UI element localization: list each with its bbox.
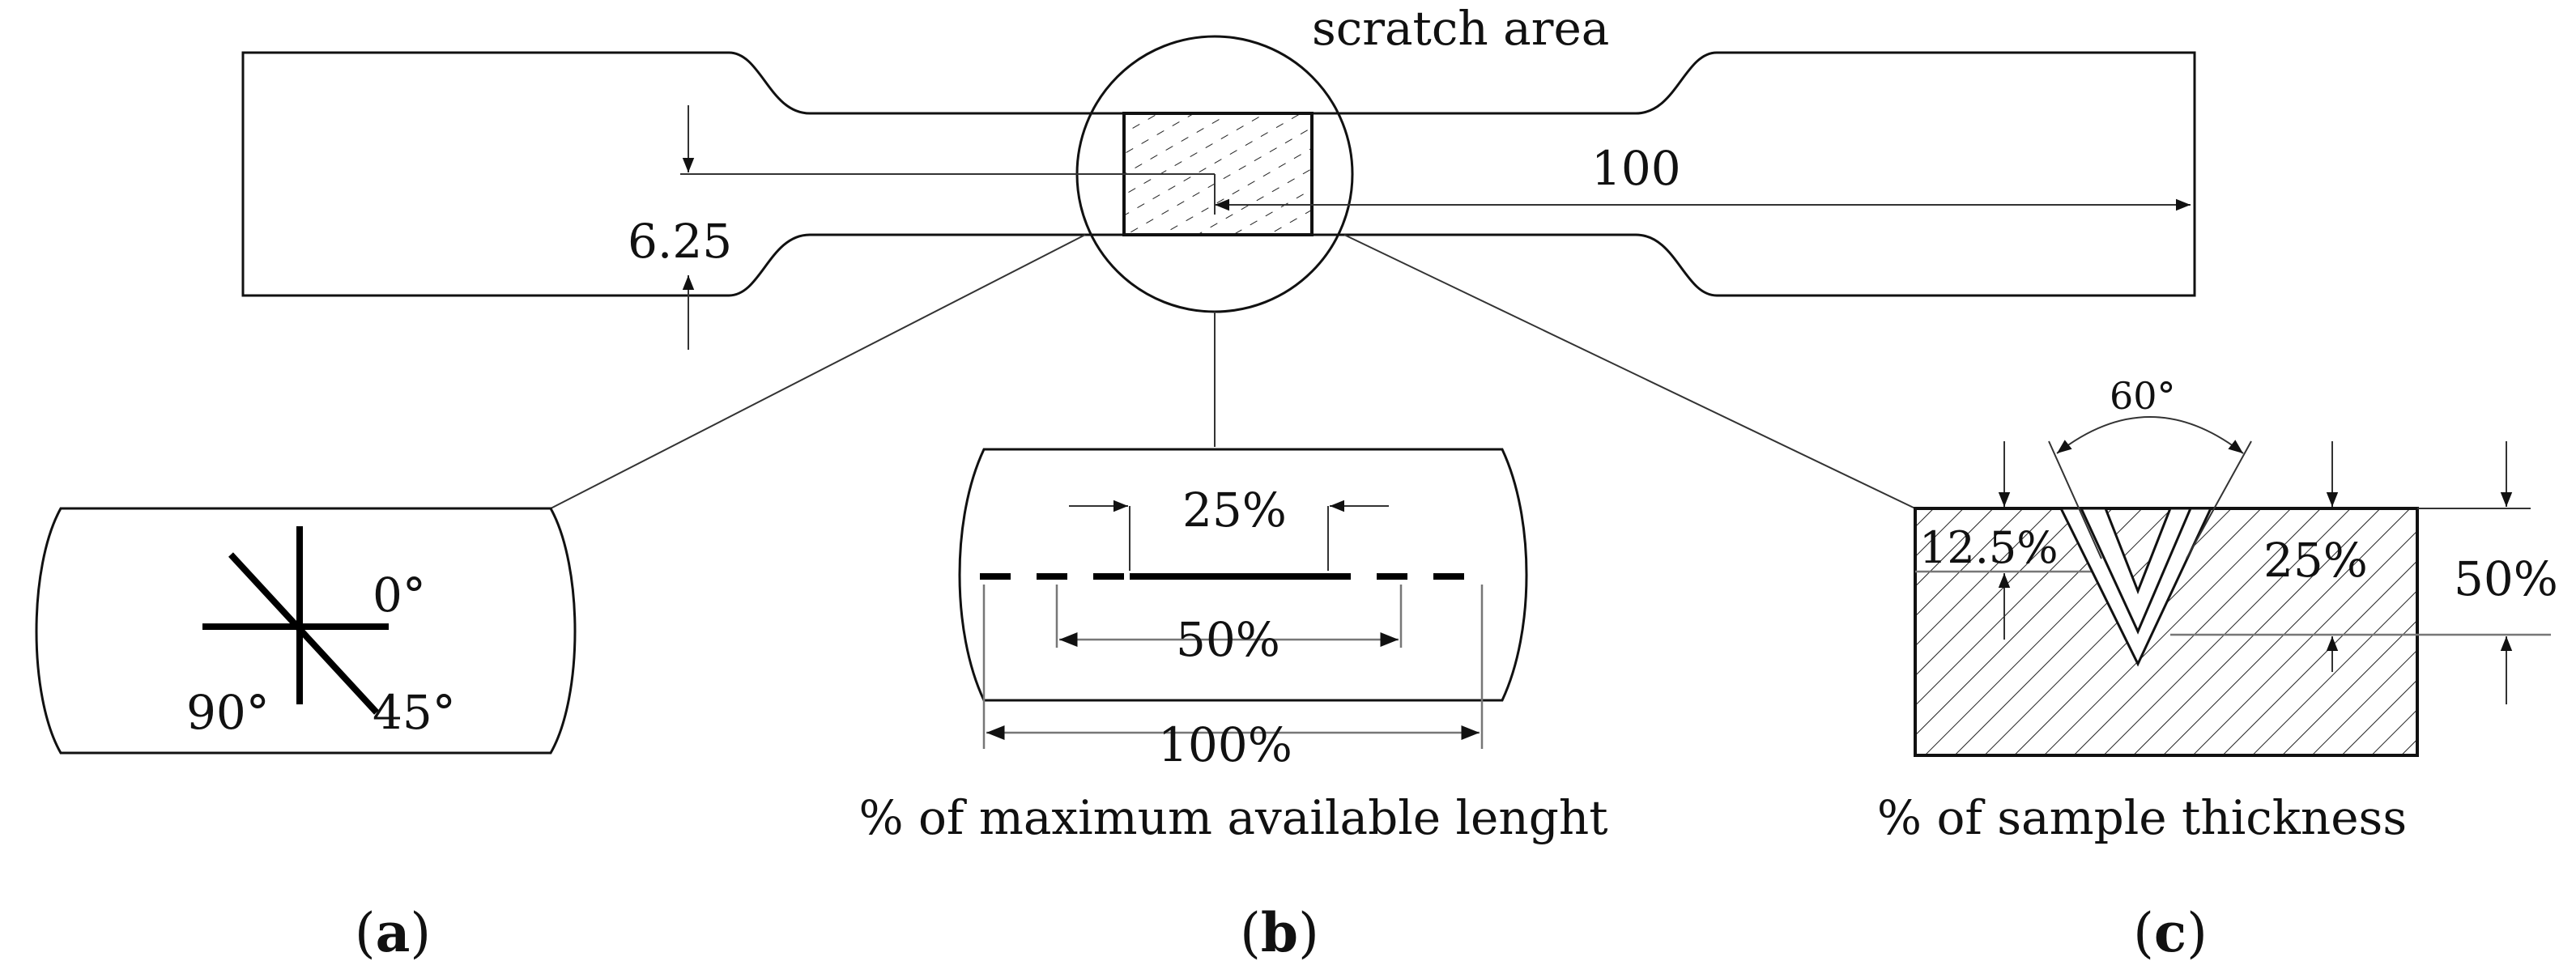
angle-60-arc bbox=[2056, 416, 2244, 454]
indenter-inner bbox=[2080, 508, 2192, 635]
panel-a: 0° 90° 45° (a) bbox=[35, 507, 577, 964]
leader-to-panel-a bbox=[550, 234, 1086, 509]
angle-60-label: 60° bbox=[2110, 374, 2176, 418]
panel-b-frame bbox=[958, 448, 1528, 702]
leader-to-panel-c bbox=[1343, 234, 1916, 509]
panel-b-label: (b) bbox=[1240, 901, 1319, 964]
angle-0-label: 0° bbox=[373, 568, 426, 623]
specimen-outline bbox=[241, 51, 2196, 297]
panel-b: 25% 50% 100% % of maximum available leng… bbox=[858, 448, 1608, 964]
panel-c-caption: % of sample thickness bbox=[1877, 790, 2407, 845]
panel-b-caption: % of maximum available lenght bbox=[858, 790, 1607, 845]
direction-45-line bbox=[228, 552, 379, 715]
pct-25-label: 25% bbox=[1182, 483, 1287, 538]
pct-100-label: 100% bbox=[1158, 717, 1292, 772]
pct-50-c-label: 50% bbox=[2454, 551, 2558, 606]
length-dimension-text: 100 bbox=[1591, 141, 1681, 196]
specimen-drawing: 100 6.25 scratch area bbox=[241, 1, 2196, 350]
angle-ref-right bbox=[2186, 440, 2252, 559]
pct-25-c-label: 25% bbox=[2263, 533, 2368, 588]
angle-ref-left bbox=[2048, 440, 2102, 559]
panel-c-label: (c) bbox=[2133, 901, 2208, 964]
angle-90-label: 90° bbox=[186, 685, 270, 740]
width-dimension-text: 6.25 bbox=[628, 214, 732, 269]
angle-45-label: 45° bbox=[373, 685, 456, 740]
pct-12-5-label: 12.5% bbox=[1919, 522, 2059, 573]
scratch-area-label: scratch area bbox=[1312, 1, 1609, 56]
panel-a-frame bbox=[35, 507, 577, 755]
pct-50-label: 50% bbox=[1176, 612, 1280, 667]
panel-c: 60° 12.5% 25% 50% % of sample thickness … bbox=[1877, 374, 2558, 964]
panel-a-label: (a) bbox=[355, 901, 431, 964]
